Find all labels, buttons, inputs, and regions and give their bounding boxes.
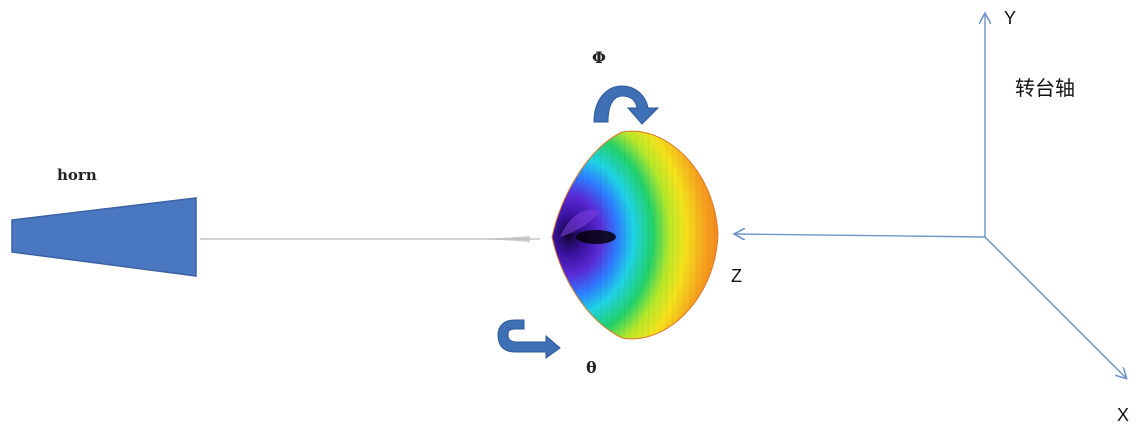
beam-pointer (488, 236, 530, 242)
theta-label: θ (586, 358, 597, 377)
phi-label: Φ (592, 48, 606, 67)
x-axis-line (984, 236, 1126, 378)
x-axis-label: X (1117, 405, 1129, 425)
horn-antenna (11, 197, 197, 277)
radiation-pattern-icon (551, 130, 719, 340)
phi-rotation-arrow-icon (593, 85, 660, 125)
z-axis-label: Z (731, 266, 742, 286)
z-axis-line (735, 234, 986, 237)
theta-rotation-arrow-icon (497, 319, 561, 359)
horn-label: horn (57, 166, 97, 184)
turntable-axis-label: 转台轴 (1015, 77, 1075, 100)
y-axis-label: Y (1004, 8, 1016, 28)
